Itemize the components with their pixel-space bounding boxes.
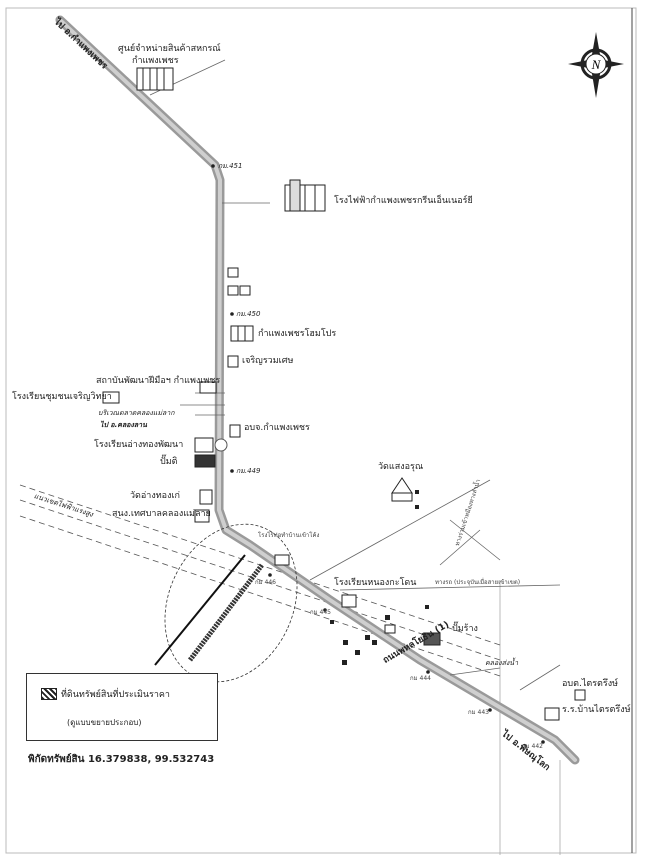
km-451: กม.451 (218, 162, 243, 170)
label-obj: อบจ.กำแพงเพชร (244, 423, 310, 433)
property-line-1 (154, 554, 246, 666)
km-444: กม 444 (410, 675, 431, 682)
label-wat-angthong: วัดอ่างทองเก่ (130, 491, 181, 501)
roundabout (214, 438, 228, 452)
label-tech: สนง.เทศบาลคลองแม่ลาย (112, 509, 211, 519)
label-charoen: เจริญรวมเศษ (242, 356, 294, 366)
label-plant: โรงไฟฟ้ากำแพงเพชรกรีนเอ็นเนอร์ยี (334, 196, 473, 206)
legend-label: ที่ดินทรัพย์สินที่ประเมินราคา (61, 690, 170, 700)
km-446: กม 446 (255, 579, 276, 586)
label-mkt: โรงไร้ท่อทำบ้านเข้าโค้ง (258, 532, 320, 539)
label-coop: ศูนย์จำหน่ายสินค้าสหกรณ์ (118, 44, 221, 54)
km-450: กม.450 (236, 310, 261, 318)
km-443: กม 443 (468, 709, 489, 716)
label-coop2: กำแพงเพชร (132, 56, 179, 66)
label-gas: ปั๊มติ (160, 457, 178, 467)
small-markers (330, 490, 429, 665)
building-coop (136, 67, 174, 91)
building-institute (102, 381, 217, 404)
building-charoen (227, 355, 239, 368)
label-gas2: ปั๊มร้าง (452, 624, 478, 634)
north-arrow-icon: N (568, 32, 624, 98)
building-school2 (194, 437, 216, 468)
legend-swatch (41, 688, 57, 700)
legend-sub: (ดูแบบขยายประกอบ) (67, 718, 142, 727)
label-school3: โรงเรียนหนองกะโดน (334, 578, 417, 588)
secondary-roads (149, 59, 561, 691)
main-highway (55, 15, 580, 765)
km-442: กม 442 (522, 743, 543, 750)
label-institute: สถาบันพัฒนาฝีมือฯ กำแพงเพชร (96, 376, 221, 386)
canal-label: คลองส่งน้ำ (485, 659, 519, 667)
label-school4: ร.ร.บ้านไตรตรึงษ์ (562, 705, 631, 715)
label-to-klonglan: ไป อ.คลองลาน (100, 421, 147, 429)
north-letter: N (591, 57, 602, 72)
km-449: กม.449 (236, 467, 261, 475)
building-homes (227, 267, 251, 296)
label-wat-saeng: วัดแสงอรุณ (378, 462, 424, 472)
label-khaokhong: อบต.ไตรตรึงษ์ (562, 679, 619, 689)
label-school1: โรงเรียนชุมชนเจริญวิทยา (12, 392, 112, 402)
building-homepro (230, 325, 254, 342)
building-misc (229, 424, 586, 721)
building-plant (284, 179, 326, 212)
legend: ที่ดินทรัพย์สินที่ประเมินราคา (ดูแบบขยาย… (26, 673, 218, 741)
property-area (164, 523, 298, 683)
label-homepro: กำแพงเพชรโฮมโปร (258, 329, 337, 339)
label-market-area: บริเวณตลาดคลองแม่ลาก (98, 409, 175, 417)
label-school2: โรงเรียนอ่างทองพัฒนา (94, 440, 184, 450)
coordinates-text: พิกัดทรัพย์สิน 16.379838, 99.532743 (28, 754, 215, 765)
building-wat (194, 477, 413, 523)
km-445: กม 445 (310, 609, 331, 616)
label-road-note: ทางรถ (ประจุบันเมื่อสายเข้าเขต) (435, 579, 521, 586)
